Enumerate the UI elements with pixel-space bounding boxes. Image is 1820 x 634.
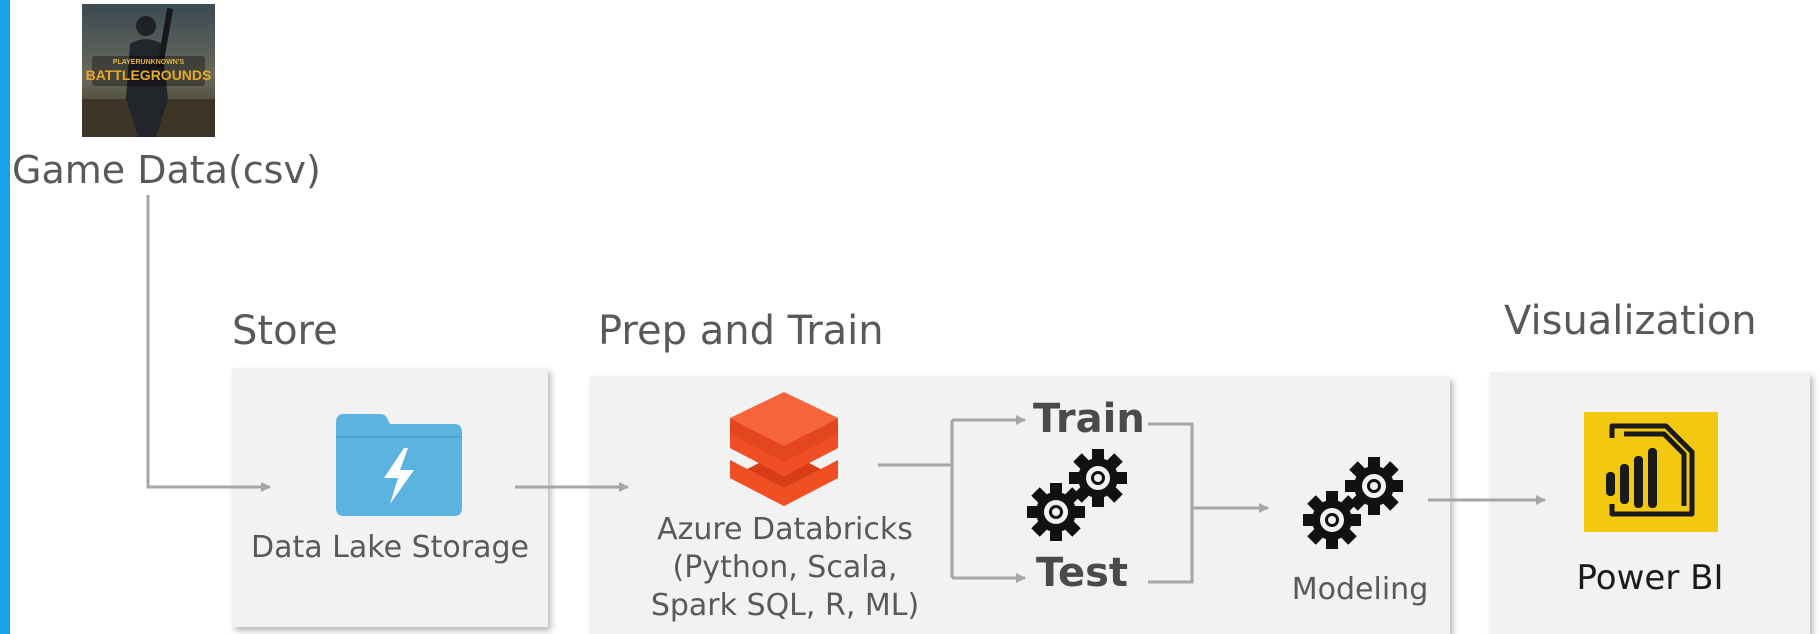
modeling-gears-icon (1302, 456, 1410, 552)
databricks-label-line1: Azure Databricks (657, 512, 913, 547)
gears-icon (1026, 448, 1134, 544)
accent-bar (0, 0, 10, 634)
power-bi-label: Power BI (1576, 558, 1724, 598)
section-title-viz: Visualization (1504, 298, 1757, 344)
test-label: Test (1036, 550, 1129, 596)
source-label: Game Data(csv) (12, 148, 321, 192)
section-title-prep: Prep and Train (598, 308, 884, 354)
databricks-label-line2: (Python, Scala, (672, 550, 898, 585)
source-to-store-arrow (146, 195, 271, 492)
folder-lightning-icon (336, 414, 462, 516)
databricks-label-line3: Spark SQL, R, ML) (650, 588, 920, 623)
modeling-label: Modeling (1291, 572, 1429, 607)
power-bi-icon (1584, 412, 1718, 532)
svg-text:BATTLEGROUNDS: BATTLEGROUNDS (86, 67, 212, 83)
game-cover-image: PLAYERUNKNOWN'S BATTLEGROUNDS (82, 4, 215, 137)
databricks-icon (730, 390, 838, 508)
store-label: Data Lake Storage (251, 530, 529, 565)
game-thumbnail: PLAYERUNKNOWN'S BATTLEGROUNDS (82, 4, 215, 137)
game-logo-text: PLAYERUNKNOWN'S (113, 59, 185, 66)
train-bracket (1148, 422, 1194, 584)
section-title-store: Store (232, 308, 338, 354)
train-label: Train (1033, 396, 1145, 442)
